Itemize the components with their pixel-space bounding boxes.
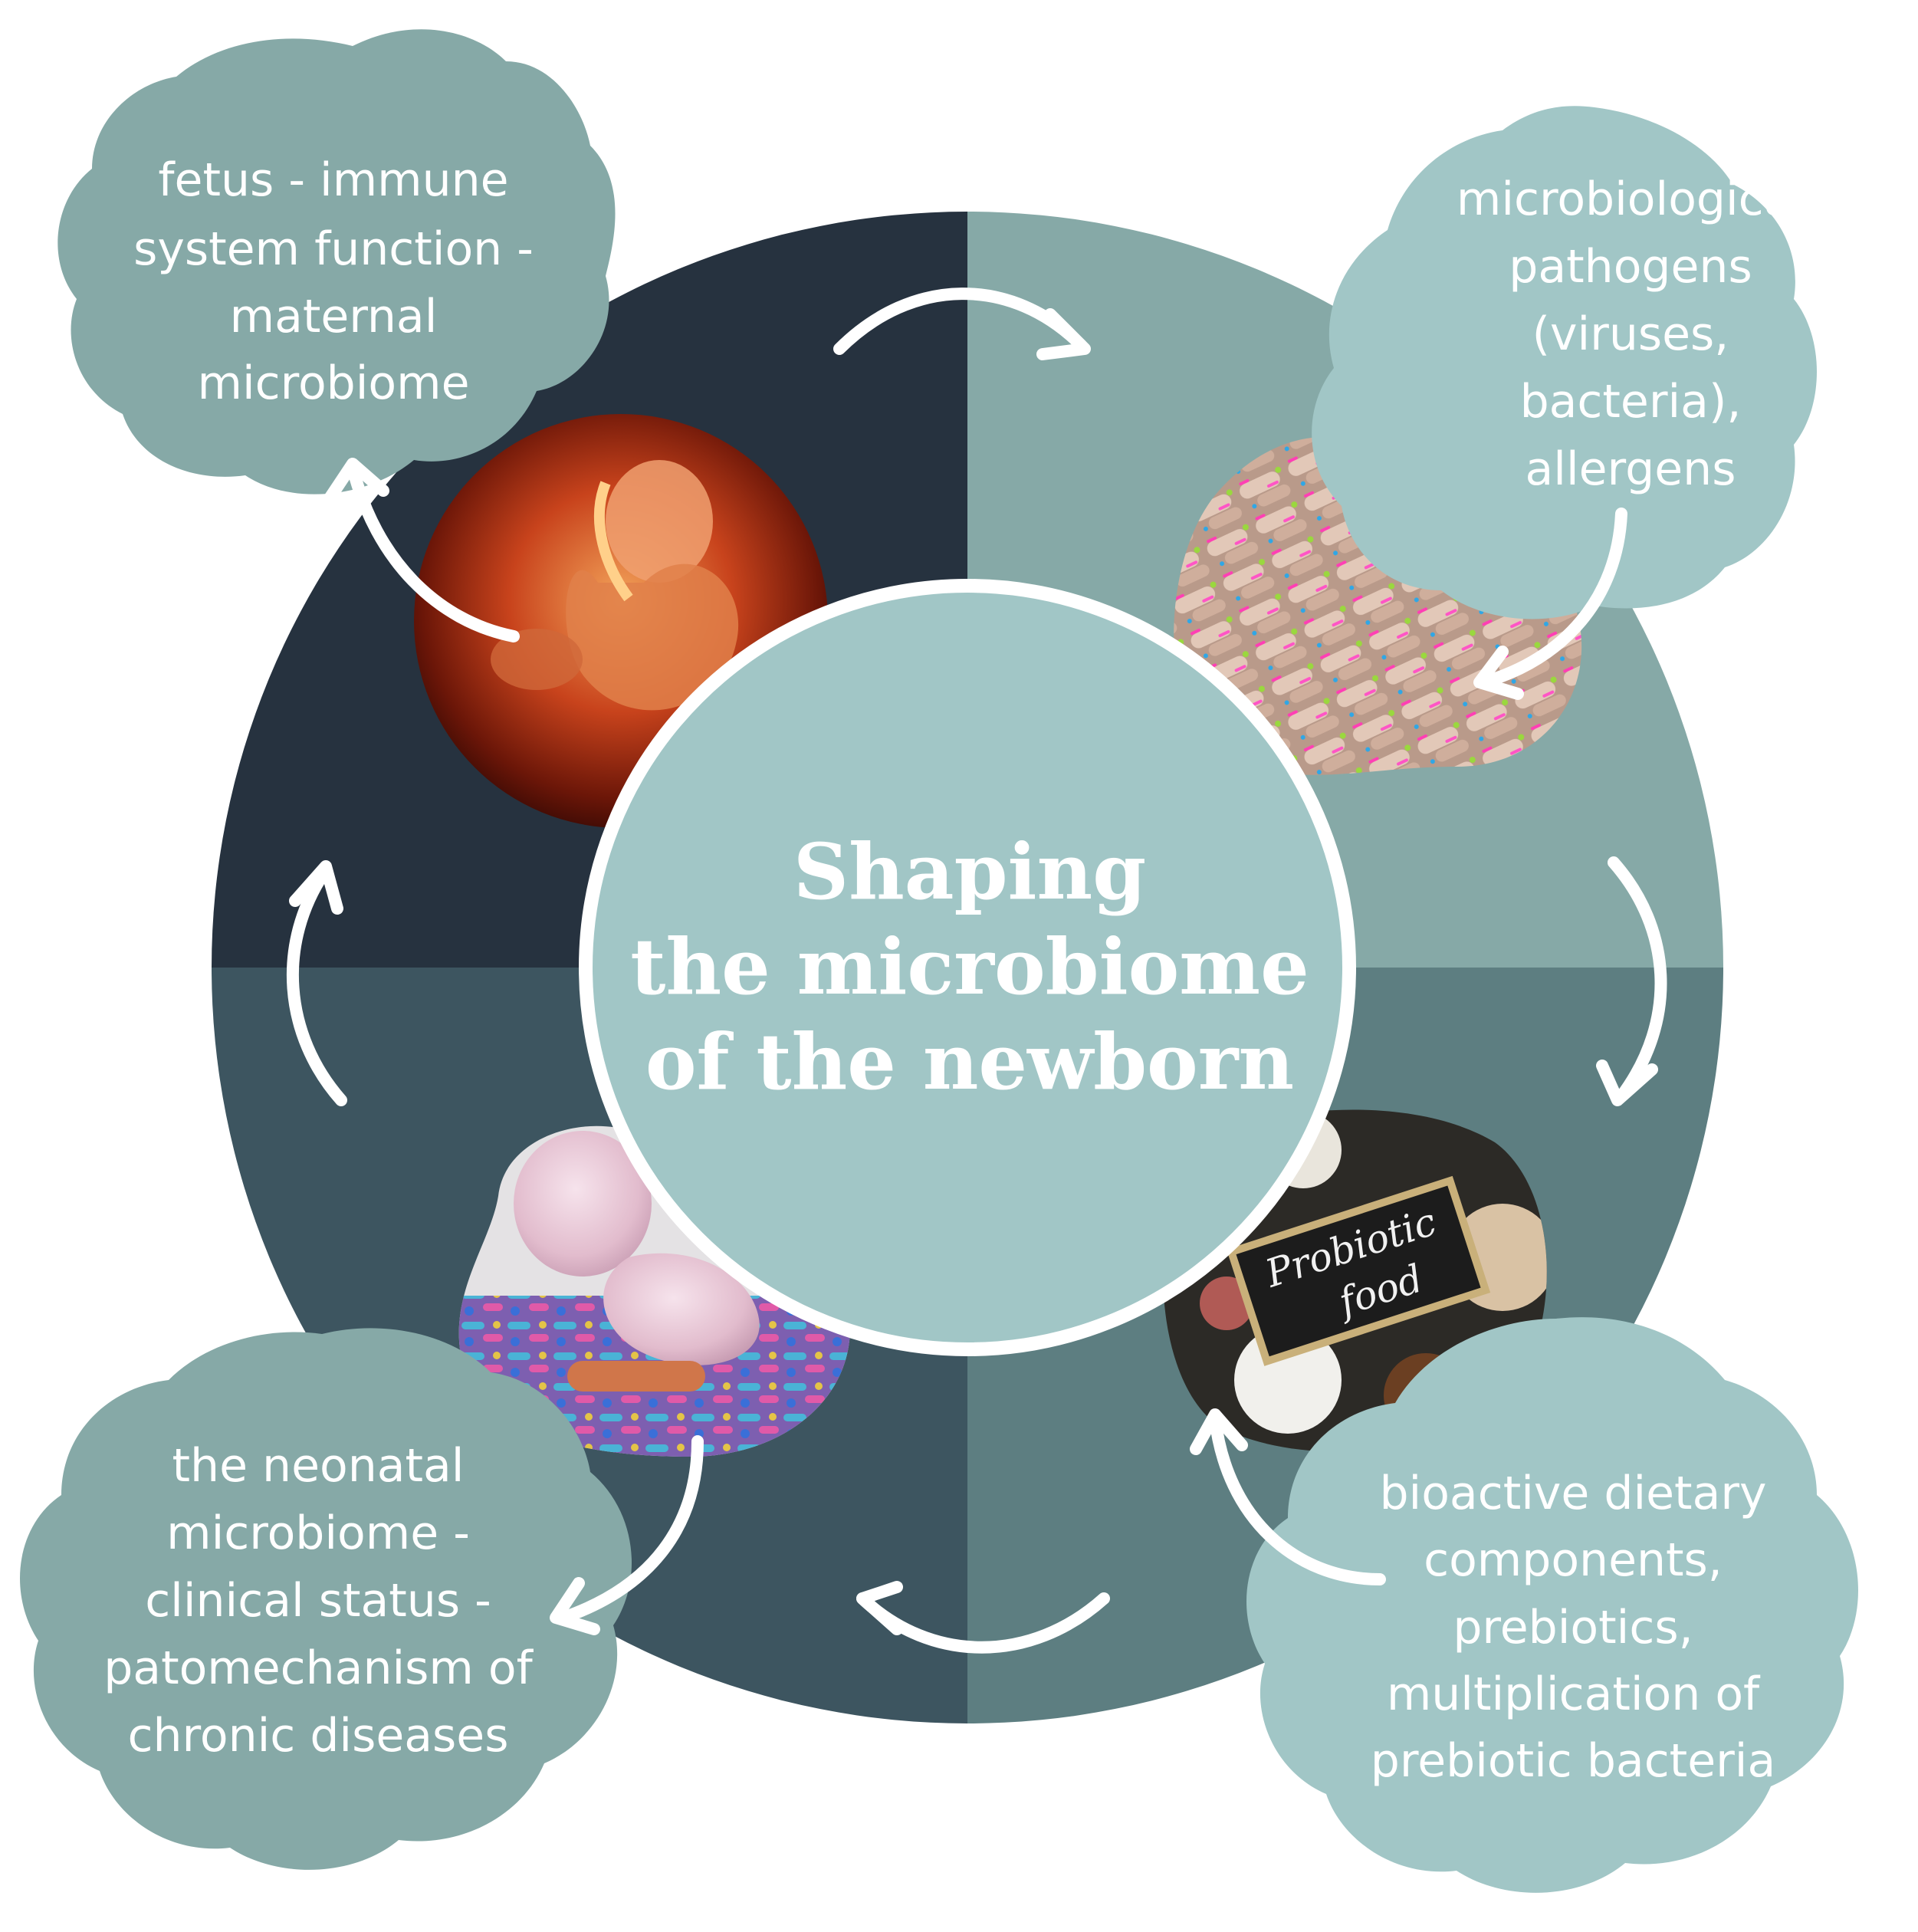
blob-top-left-line-2: system function - — [133, 222, 534, 276]
blob-top-right-line-3: (viruses, — [1532, 307, 1729, 361]
blob-bottom-right-line-1: bioactive dietary — [1379, 1467, 1766, 1520]
svg-text:Shaping: Shaping — [793, 826, 1146, 917]
bacteria-closeup-image — [1174, 437, 1582, 775]
arrow-left-icon — [287, 860, 347, 1106]
blob-top-right: microbiological pathogens (viruses, bacteri… — [1312, 106, 1817, 619]
blob-top-left-line-4: microbiome — [198, 356, 470, 410]
blob-bottom-left-line-2: microbiome - — [166, 1506, 470, 1560]
blob-top-right-line-2: pathogens — [1509, 240, 1752, 294]
center-circle — [579, 579, 1356, 1356]
blob-bottom-left: the neonatal microbiome - clinical status … — [20, 1328, 632, 1870]
svg-text:of the newborn: of the newborn — [645, 1017, 1294, 1107]
blob-top-left-line-3: maternal — [230, 290, 438, 343]
blob-top-left-line-1: fetus - immune — [158, 153, 508, 207]
blob-bottom-left-line-4: patomechanism of — [103, 1641, 534, 1695]
probiotic-sign — [1226, 1175, 1491, 1366]
arrow-from-top-right-blob-icon — [1473, 508, 1627, 700]
blob-top-right-line-4: bacteria), — [1520, 375, 1742, 429]
arrow-to-top-left-blob-icon — [323, 458, 520, 642]
cycle-arrows — [287, 288, 1667, 1654]
blob-bottom-right: bioactive dietary components, prebiotics, m… — [1246, 1317, 1858, 1893]
blob-bottom-right-line-5: prebiotic bacteria — [1371, 1734, 1775, 1788]
blob-bottom-right-line-2: components, — [1424, 1533, 1723, 1587]
blob-bottom-right-line-3: prebiotics, — [1453, 1601, 1693, 1654]
blob-top-right-line-1: microbiological — [1457, 172, 1805, 226]
center-title: Shaping the microbiome of the newborn — [630, 826, 1309, 1107]
blob-top-left: fetus - immune system function - maternal m… — [57, 29, 616, 495]
svg-text:the microbiome: the microbiome — [630, 922, 1309, 1012]
arrow-top-icon — [833, 288, 1091, 360]
arrow-bottom-icon — [856, 1581, 1110, 1654]
blob-bottom-left-line-1: the neonatal — [172, 1439, 465, 1493]
blob-bottom-left-line-5: chronic diseases — [128, 1709, 509, 1763]
blob-top-right-line-5: allergens — [1526, 442, 1736, 496]
arrow-to-bottom-left-blob-icon — [550, 1435, 704, 1635]
arrow-right-icon — [1596, 856, 1667, 1106]
blob-bottom-right-line-4: multiplication of — [1387, 1668, 1761, 1721]
blob-bottom-left-line-3: clinical status - — [145, 1574, 491, 1628]
arrow-from-bottom-right-blob-icon — [1190, 1408, 1386, 1585]
